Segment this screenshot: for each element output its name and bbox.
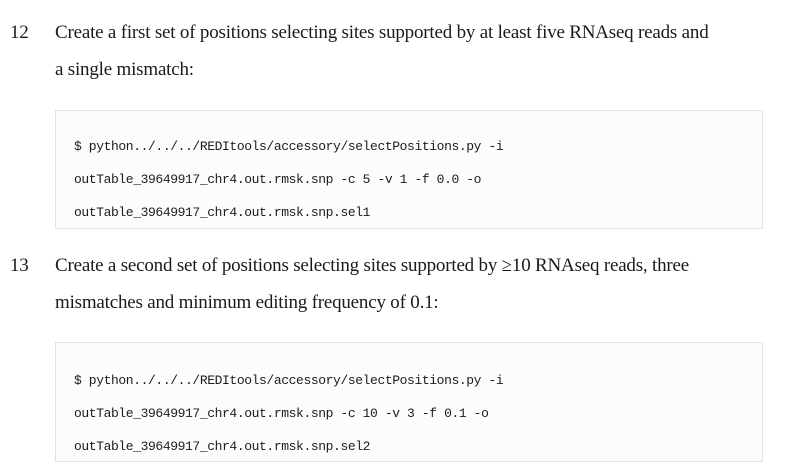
step-12-instruction: Create a first set of positions selectin… <box>55 14 709 88</box>
step-13-number: 13 <box>10 255 29 276</box>
step-12-code-block: $ python../../../REDItools/accessory/sel… <box>55 110 763 229</box>
step-13-instruction-line-1: Create a second set of positions selecti… <box>55 255 690 276</box>
step-13-code-line-3: outTable_39649917_chr4.out.rmsk.snp.sel2 <box>74 439 371 454</box>
step-13-instruction-line-2: mismatches and minimum editing frequency… <box>55 292 439 313</box>
step-13-code-block: $ python../../../REDItools/accessory/sel… <box>55 342 763 462</box>
step-12-number: 12 <box>10 22 29 43</box>
step-12-code-line-2: outTable_39649917_chr4.out.rmsk.snp -c 5… <box>74 172 482 187</box>
step-13-instruction: Create a second set of positions selecti… <box>55 247 689 321</box>
step-13-code-line-2: outTable_39649917_chr4.out.rmsk.snp -c 1… <box>74 406 489 421</box>
step-12-instruction-line-2: a single mismatch: <box>55 59 194 80</box>
step-12-code-line-3: outTable_39649917_chr4.out.rmsk.snp.sel1 <box>74 205 371 220</box>
step-12-instruction-line-1: Create a first set of positions selectin… <box>55 22 709 43</box>
step-13-code-line-1: $ python../../../REDItools/accessory/sel… <box>74 373 504 388</box>
step-12-code-line-1: $ python../../../REDItools/accessory/sel… <box>74 139 504 154</box>
